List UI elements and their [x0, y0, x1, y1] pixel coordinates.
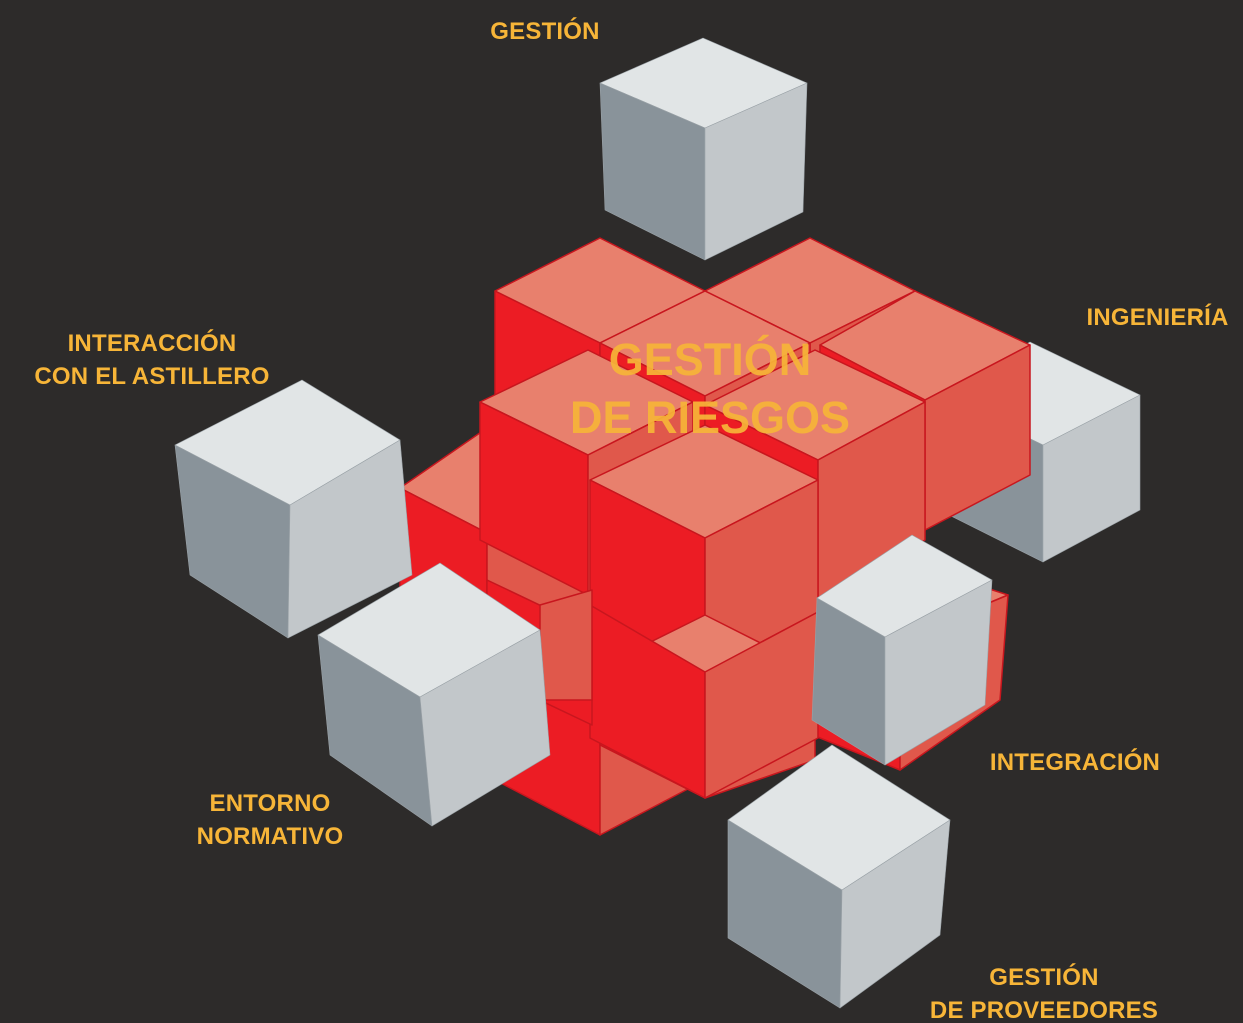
satellite-cube-proveedores — [727, 744, 951, 1009]
label-interaccion-line2: CON EL ASTILLERO — [34, 363, 270, 390]
label-integracion: INTEGRACIÓN — [970, 746, 1180, 779]
label-entorno-line2: NORMATIVO — [196, 823, 344, 850]
center-title-line1: GESTIÓN — [608, 334, 812, 385]
red-cube-front — [589, 604, 819, 799]
label-proveedores-line2: DE PROVEEDORES — [929, 997, 1159, 1023]
satellite-cube-interaccion — [174, 379, 413, 639]
label-gestion-line1: GESTIÓN — [490, 18, 600, 45]
label-ingenieria: INGENIERÍA — [1075, 301, 1240, 334]
label-entorno: ENTORNO NORMATIVO — [175, 787, 365, 853]
label-entorno-line1: ENTORNO — [209, 790, 331, 817]
label-gestion: GESTIÓN — [470, 15, 620, 48]
label-proveedores: GESTIÓN DE PROVEEDORES — [908, 961, 1180, 1023]
label-interaccion: INTERACCIÓN CON EL ASTILLERO — [12, 327, 292, 393]
satellite-cube-entorno — [317, 562, 551, 827]
center-title: GESTIÓN DE RIESGOS — [545, 331, 875, 447]
satellite-cube-gestion — [599, 37, 808, 261]
label-proveedores-line1: GESTIÓN — [989, 964, 1099, 991]
center-title-line2: DE RIESGOS — [569, 392, 851, 443]
label-ingenieria-line1: INGENIERÍA — [1086, 304, 1229, 331]
label-integracion-line1: INTEGRACIÓN — [989, 749, 1161, 776]
satellite-cube-integracion — [811, 534, 993, 766]
label-interaccion-line1: INTERACCIÓN — [67, 330, 237, 357]
